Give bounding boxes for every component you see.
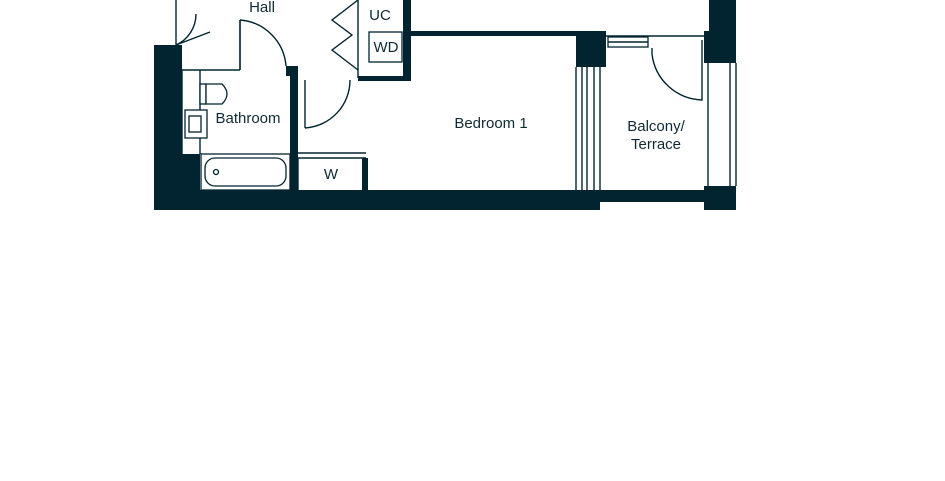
bathroom-door: [239, 19, 287, 70]
walls: [154, 0, 736, 210]
wall-bottom-outer: [154, 190, 600, 210]
wall-wd-right: [403, 0, 411, 80]
wall-wardrobe-right: [362, 158, 368, 190]
wall-top-right-pillar: [709, 0, 736, 31]
bedroom-door: [304, 79, 351, 129]
label-balcony-line1: Balcony/: [627, 118, 685, 135]
wall-column: [576, 31, 606, 67]
label-balcony-line2: Terrace: [631, 136, 681, 153]
balcony-door: [651, 40, 703, 101]
label-wardrobe: W: [324, 166, 339, 183]
fixtures: [184, 31, 403, 191]
wall-bathroom-right: [290, 66, 298, 190]
wall-bottom-balcony: [600, 190, 736, 202]
uc-doors: [330, 0, 359, 71]
wall-right-upper: [704, 31, 736, 63]
bath-drain: [212, 168, 220, 176]
doors: [175, 0, 703, 129]
wall-hall-stub: [286, 66, 298, 76]
label-hall: Hall: [249, 0, 275, 16]
room-labels: Hall UC WD Bathroom Bedroom 1 Balcony/ T…: [215, 0, 685, 183]
wall-bedroom-top: [411, 31, 576, 36]
entrance-door: [175, 13, 211, 46]
label-bathroom: Bathroom: [215, 110, 280, 127]
wall-wd-bottom: [358, 76, 411, 81]
wall-right-lower: [704, 186, 736, 210]
label-bedroom: Bedroom 1: [454, 115, 527, 132]
bathtub-inner: [204, 157, 287, 187]
wall-left-outer: [154, 45, 182, 210]
wd-box: [368, 31, 403, 63]
label-wd: WD: [374, 39, 399, 56]
toilet-bowl: [205, 83, 228, 105]
wall-bath-base: [182, 154, 200, 190]
basin-bowl: [188, 115, 202, 133]
toilet-cistern: [199, 83, 207, 105]
thin-walls: [175, 0, 737, 190]
label-uc: UC: [369, 7, 391, 24]
